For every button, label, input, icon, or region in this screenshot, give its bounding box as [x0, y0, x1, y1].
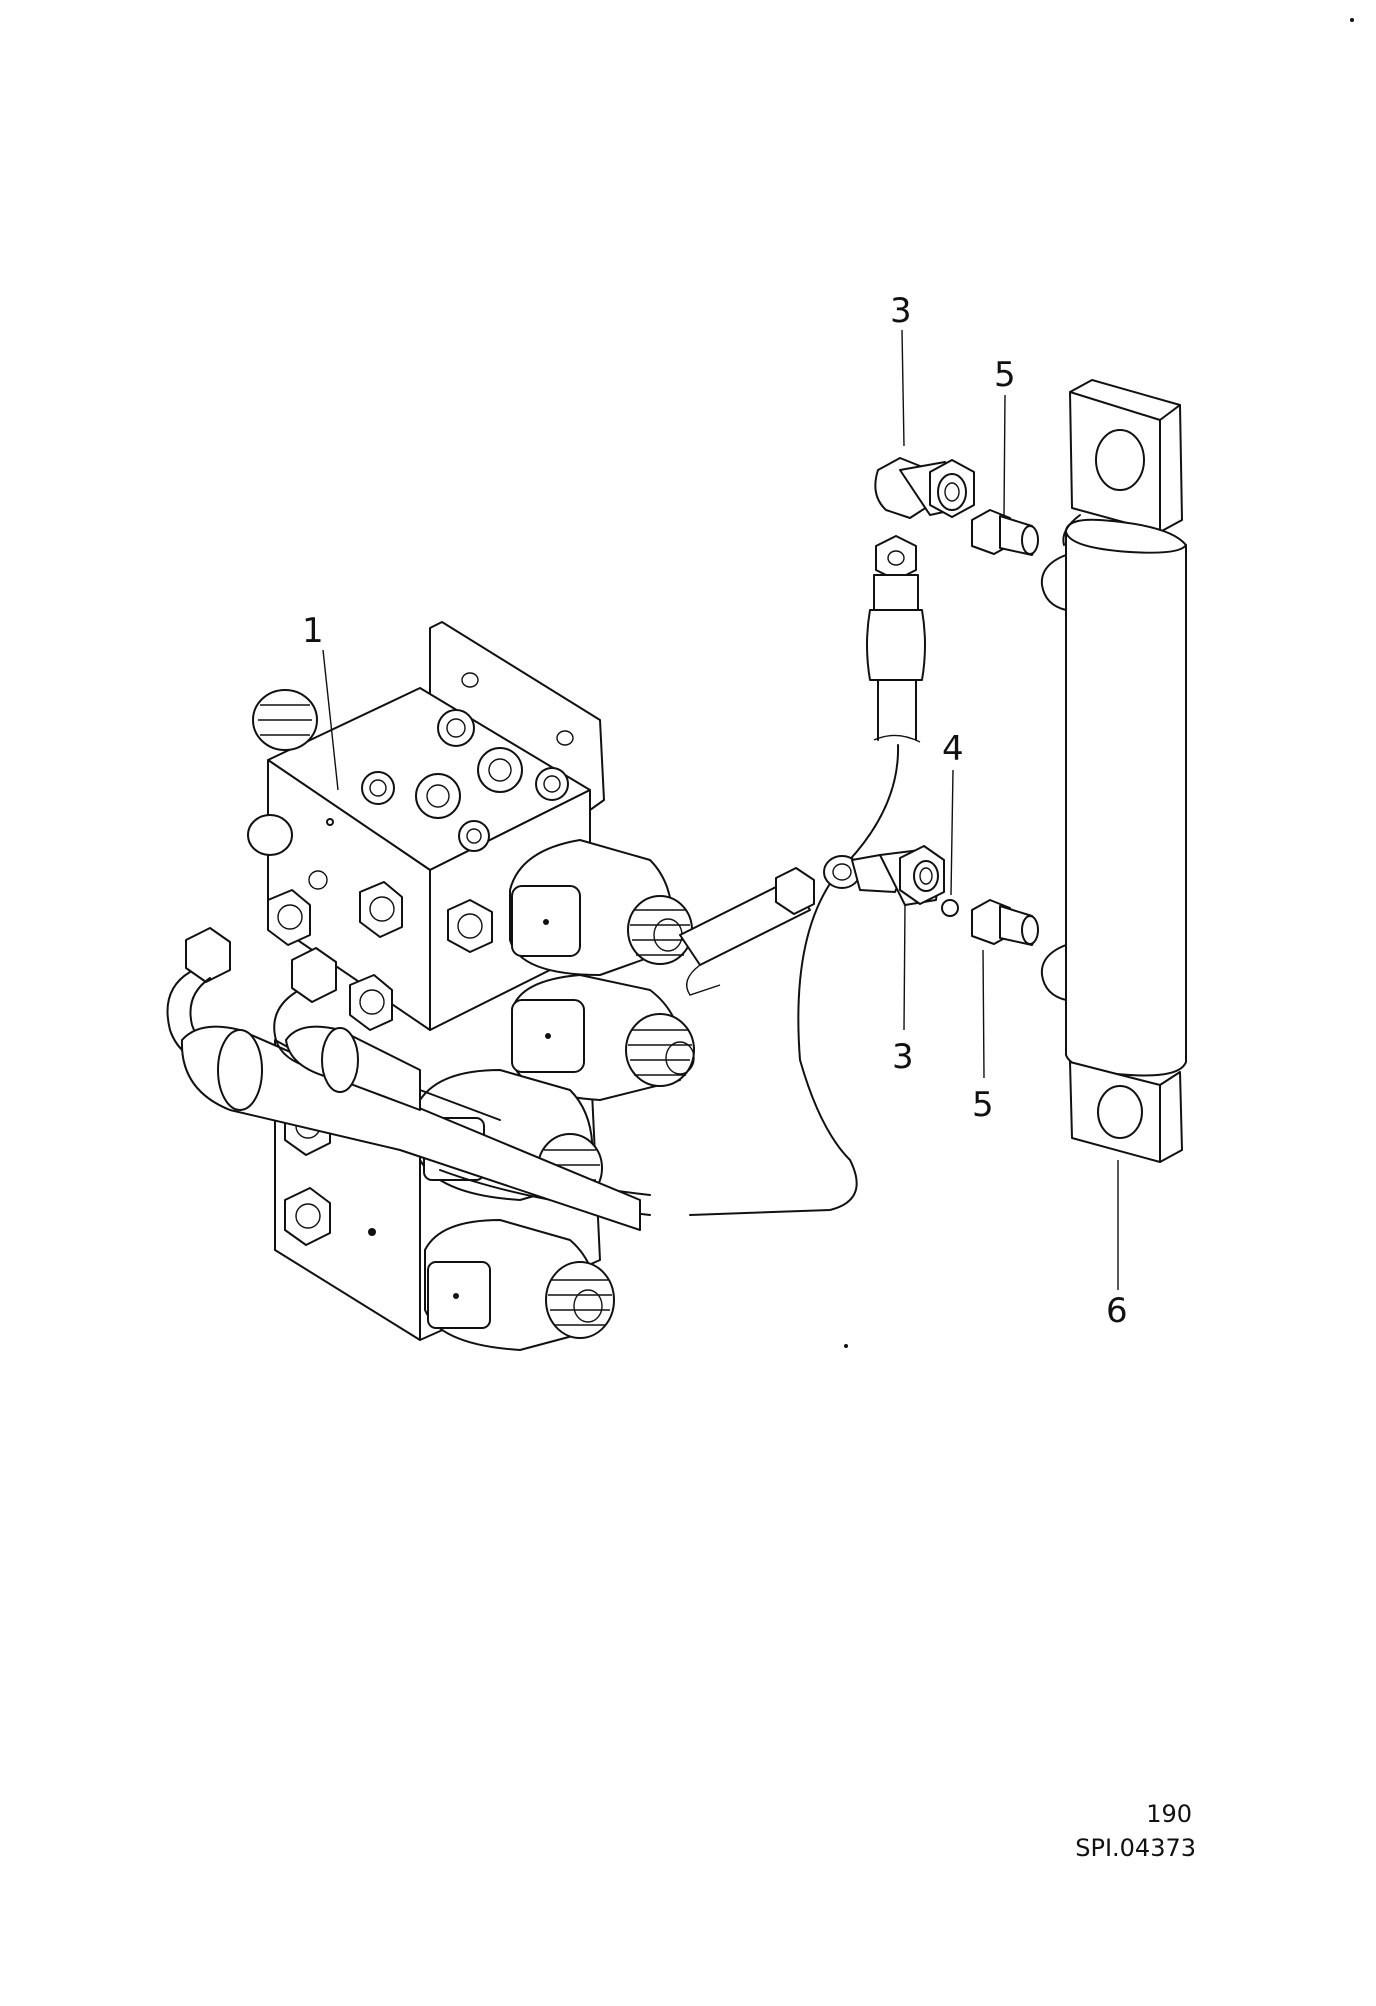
- leader-lines: [322, 329, 1119, 1290]
- callout-1: 1: [302, 611, 324, 651]
- callout-3-top: 3: [890, 291, 912, 331]
- callout-3-bottom: 3: [892, 1037, 914, 1077]
- adapter-fitting-bottom: [971, 899, 1039, 946]
- center-hose: [679, 535, 926, 1216]
- page-number: 190: [1146, 1800, 1192, 1828]
- callout-4: 4: [942, 729, 964, 769]
- elbow-fitting-top: [874, 457, 975, 519]
- elbow-fitting-bottom: [823, 845, 945, 906]
- callout-5-top: 5: [994, 355, 1016, 395]
- adapter-fitting-top: [971, 509, 1039, 556]
- left-hoses: [166, 927, 641, 1231]
- valve-block-assembly: [247, 621, 695, 1351]
- seal-ring: [941, 899, 959, 917]
- hydraulic-cylinder: [1040, 379, 1187, 1163]
- callout-6: 6: [1106, 1291, 1128, 1331]
- callouts: 1 3 5 4 3 5 6: [302, 291, 1128, 1331]
- drawing-id: SPI.04373: [1075, 1834, 1196, 1862]
- callout-5-bottom: 5: [972, 1085, 994, 1125]
